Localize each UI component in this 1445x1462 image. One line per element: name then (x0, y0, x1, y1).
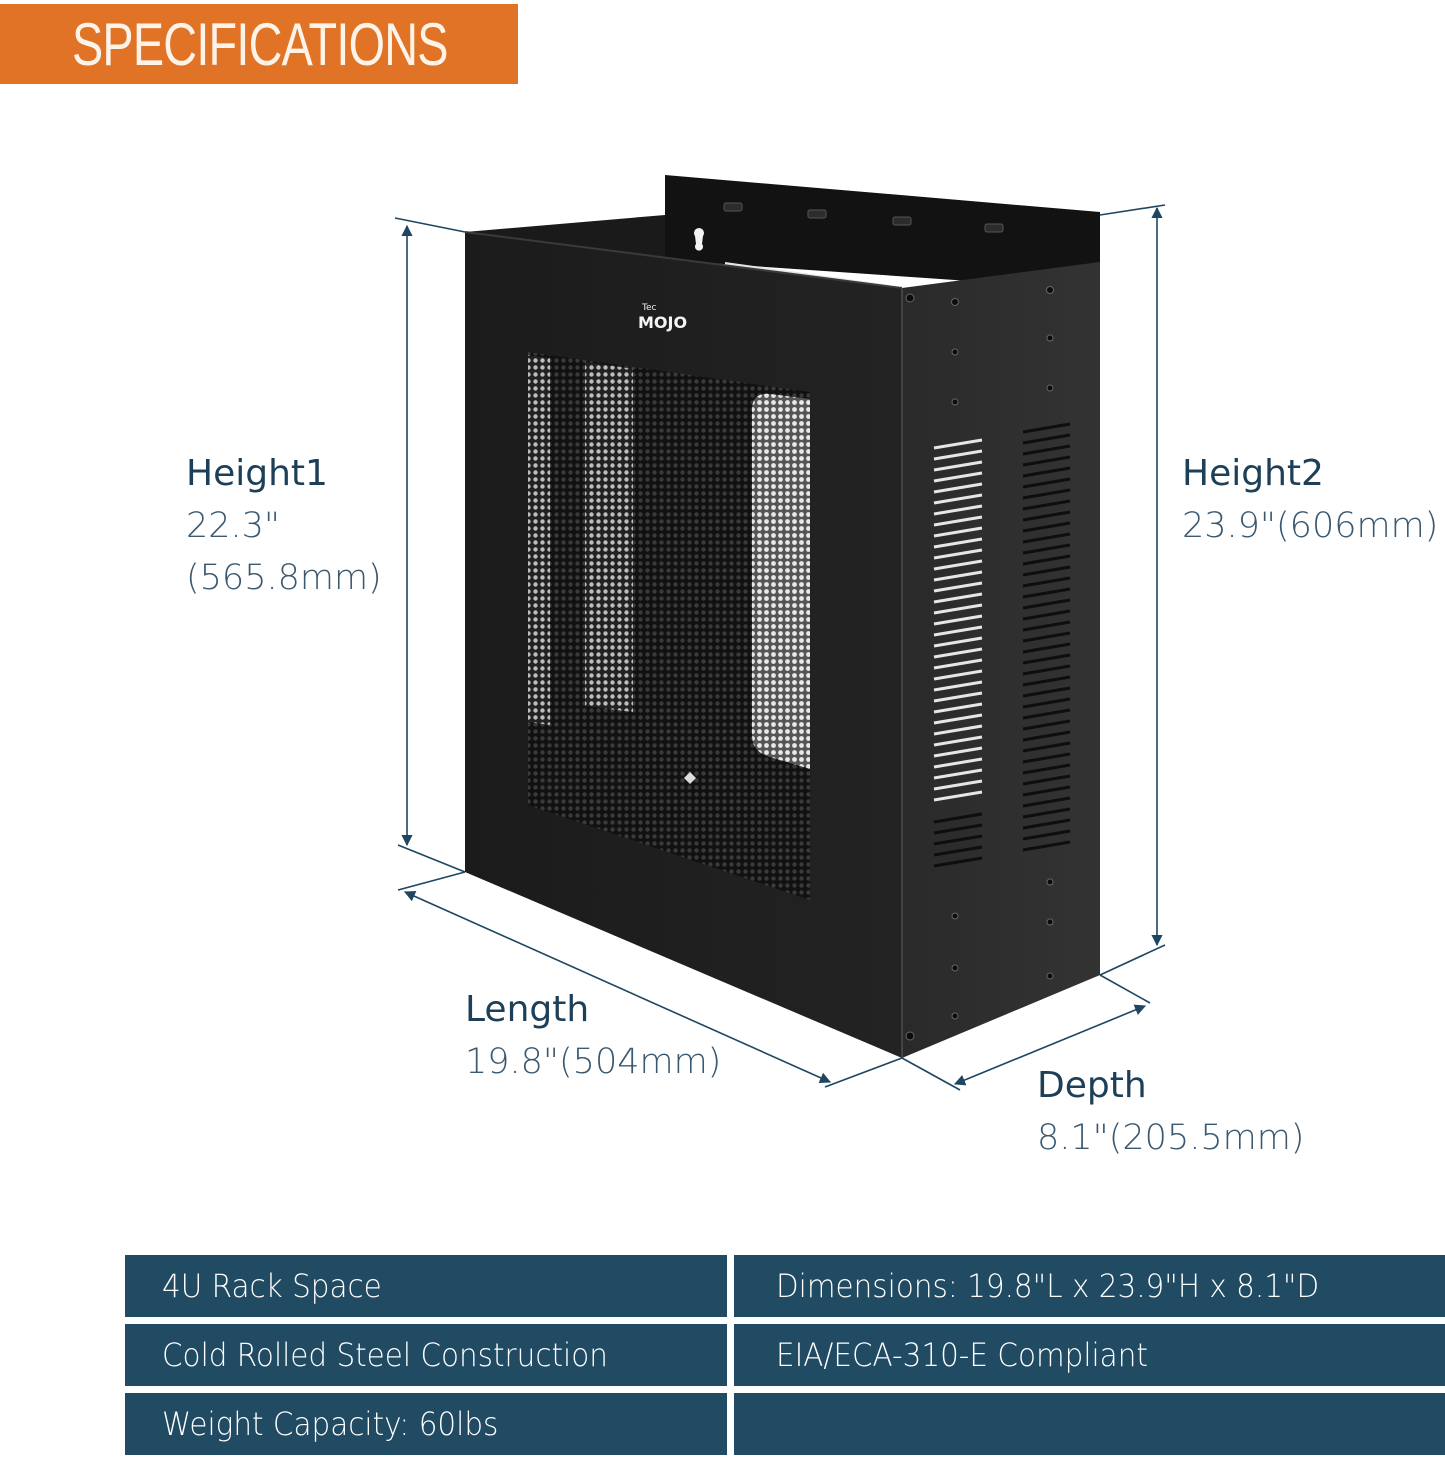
side-vent-left (933, 438, 983, 868)
spec-text: Weight Capacity: 60lbs (162, 1405, 499, 1443)
spec-text: EIA/ECA-310-E Compliant (776, 1336, 1148, 1374)
depth-name: Depth (1037, 1065, 1147, 1106)
spec-text: 4U Rack Space (162, 1267, 382, 1305)
spec-cell: EIA/ECA-310-E Compliant (734, 1324, 1445, 1386)
spec-table: 4U Rack Space Dimensions: 19.8"L x 23.9"… (125, 1255, 1445, 1462)
depth-value: 8.1"(205.5mm) (1037, 1118, 1305, 1158)
spec-cell: 4U Rack Space (125, 1255, 727, 1317)
spec-cell: Cold Rolled Steel Construction (125, 1324, 727, 1386)
height1-value-mm: (565.8mm) (186, 558, 382, 598)
page-title: SPECIFICATIONS (72, 10, 448, 78)
spec-cell-empty (734, 1393, 1445, 1455)
height2-value: 23.9"(606mm) (1182, 506, 1439, 546)
specifications-banner: SPECIFICATIONS (0, 4, 518, 84)
cabinet-side-panel (902, 262, 1100, 1058)
height1-value-inches: 22.3" (186, 506, 281, 546)
length-label: Length 19.8"(504mm) (465, 984, 721, 1088)
product-dimension-drawing: Tec MOJO (394, 175, 1166, 1091)
spec-cell: Weight Capacity: 60lbs (125, 1393, 727, 1455)
height2-name: Height2 (1182, 453, 1324, 494)
spec-row: Weight Capacity: 60lbs (125, 1393, 1445, 1455)
side-vent-right (1022, 422, 1071, 852)
spec-text: Cold Rolled Steel Construction (162, 1336, 608, 1374)
spec-row: 4U Rack Space Dimensions: 19.8"L x 23.9"… (125, 1255, 1445, 1317)
height1-label: Height1 22.3" (565.8mm) (186, 448, 382, 604)
spec-text: Dimensions: 19.8"L x 23.9"H x 8.1"D (776, 1267, 1320, 1305)
spec-row: Cold Rolled Steel Construction EIA/ECA-3… (125, 1324, 1445, 1386)
length-value: 19.8"(504mm) (465, 1042, 722, 1082)
side-screws (905, 286, 1054, 1041)
brand-logo: MOJO (638, 313, 687, 332)
height2-label: Height2 23.9"(606mm) (1182, 448, 1438, 552)
spec-cell: Dimensions: 19.8"L x 23.9"H x 8.1"D (734, 1255, 1445, 1317)
dimension-lines (394, 204, 1166, 1091)
height1-name: Height1 (186, 453, 328, 494)
brand-logo-small: Tec (641, 303, 657, 313)
depth-label: Depth 8.1"(205.5mm) (1037, 1060, 1304, 1164)
length-name: Length (465, 989, 590, 1030)
